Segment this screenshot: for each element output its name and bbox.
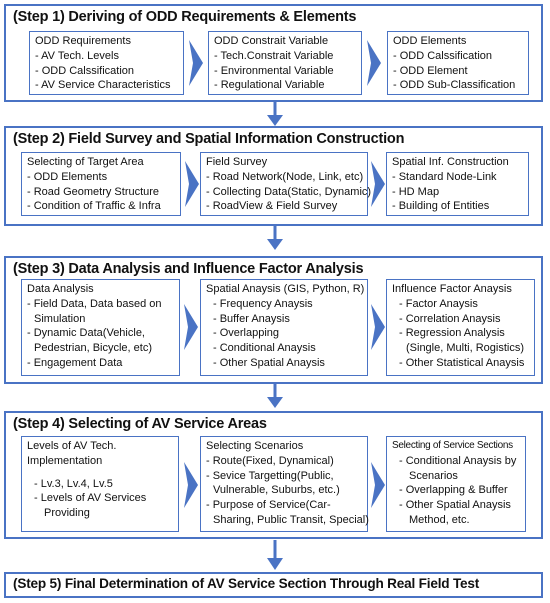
chevron-right-arrow-icon (371, 304, 385, 350)
box-item: - Factor Anaysis (399, 297, 478, 310)
target-area-box: Selecting of Target Area - ODD Elements … (21, 152, 181, 216)
box-heading: Field Survey (206, 156, 268, 168)
box-item: - RoadView & Field Survey (206, 200, 338, 213)
influence-factor-analysis-box: Influence Factor Anaysis - Factor Anaysi… (386, 279, 535, 376)
box-item: Scenarios (409, 469, 458, 482)
box-item: - Collecting Data(Static, Dynamic) (206, 185, 372, 198)
chevron-right-arrow-icon (184, 304, 198, 350)
box-item: - Purpose of Service(Car- (206, 499, 331, 512)
odd-constraint-variable-box: ODD Constrait Variable - Tech.Constrait … (208, 31, 362, 95)
box-item: - Conditional Anaysis (213, 342, 316, 355)
av-tech-levels-box: Levels of AV Tech. Implementation - Lv.3… (21, 436, 179, 532)
chevron-right-arrow-icon (367, 40, 381, 86)
spacer (27, 469, 173, 477)
box-item: - Engagement Data (27, 356, 123, 369)
box-item: - Other Spatial Anaysis (213, 356, 325, 369)
step-1-panel: (Step 1) Deriving of ODD Requirements & … (4, 4, 543, 102)
box-heading: Selecting Scenarios (206, 440, 304, 452)
step-4-title: (Step 4) Selecting of AV Service Areas (13, 416, 267, 432)
box-heading: ODD Constrait Variable (214, 35, 329, 47)
box-item: - ODD Elements (27, 170, 108, 183)
box-item: - ODD Element (393, 64, 468, 77)
box-heading: Spatial Anaysis (GIS, Python, R) (206, 283, 365, 295)
box-item: - AV Service Characteristics (35, 79, 171, 92)
box-item: - Building of Entities (392, 200, 490, 213)
step-2-title: (Step 2) Field Survey and Spatial Inform… (13, 131, 405, 147)
box-item: - Condition of Traffic & Infra (27, 200, 161, 213)
box-item: - Standard Node-Link (392, 170, 497, 183)
box-item: - Regression Analysis (399, 327, 505, 340)
box-item: - Correlation Anaysis (399, 312, 501, 325)
box-item: - ODD Calssification (35, 64, 135, 77)
box-heading: Spatial Inf. Construction (392, 156, 509, 168)
step-5-panel: (Step 5) Final Determination of AV Servi… (4, 572, 543, 598)
step-4-panel: (Step 4) Selecting of AV Service Areas L… (4, 411, 543, 539)
chevron-right-arrow-icon (185, 161, 199, 207)
box-item: - Road Network(Node, Link, etc) (206, 170, 364, 183)
chevron-right-arrow-icon (184, 462, 198, 508)
box-item: Method, etc. (409, 513, 470, 526)
step-5-title: (Step 5) Final Determination of AV Servi… (13, 576, 480, 591)
box-heading: Selecting of Service Sections (392, 440, 513, 451)
box-item: - Overlapping (213, 327, 280, 340)
odd-requirements-box: ODD Requirements - AV Tech. Levels - ODD… (29, 31, 184, 95)
spatial-analysis-box: Spatial Anaysis (GIS, Python, R) - Frequ… (200, 279, 368, 376)
box-item: - Dynamic Data(Vehicle, (27, 327, 145, 340)
box-item: - AV Tech. Levels (35, 49, 119, 62)
box-item: - Environmental Variable (214, 64, 334, 77)
box-item: - Sevice Targetting(Public, (206, 469, 334, 482)
box-item: - Frequency Anaysis (213, 297, 313, 310)
box-item: - Overlapping & Buffer (399, 484, 508, 497)
box-item: - HD Map (392, 185, 440, 198)
box-heading: ODD Elements (393, 35, 467, 47)
box-item: - ODD Sub-Classification (393, 79, 516, 92)
step-3-title: (Step 3) Data Analysis and Influence Fac… (13, 261, 364, 277)
chevron-right-arrow-icon (189, 40, 203, 86)
down-arrow-icon (267, 540, 283, 575)
down-arrow-icon (267, 384, 283, 413)
box-item: - Lv.3, Lv.4, Lv.5 (34, 477, 113, 490)
data-analysis-box: Data Analysis - Field Data, Data based o… (21, 279, 180, 376)
box-item: Sharing, Public Transit, Special) (213, 513, 369, 526)
box-item: - Buffer Anaysis (213, 312, 290, 325)
chevron-right-arrow-icon (371, 462, 385, 508)
odd-elements-box: ODD Elements - ODD Calssification - ODD … (387, 31, 529, 95)
field-survey-box: Field Survey - Road Network(Node, Link, … (200, 152, 372, 216)
box-item: (Single, Multi, Rogistics) (406, 342, 524, 355)
box-item: - Road Geometry Structure (27, 185, 160, 198)
box-item: - Field Data, Data based on (27, 297, 162, 310)
service-sections-box: Selecting of Service Sections - Conditio… (386, 436, 526, 532)
box-heading-line-2: Implementation (27, 454, 103, 467)
chevron-right-arrow-icon (371, 161, 385, 207)
box-item: - Other Spatial Anaysis (399, 499, 511, 512)
box-item: - ODD Calssification (393, 49, 493, 62)
selecting-scenarios-box: Selecting Scenarios - Route(Fixed, Dynam… (200, 436, 369, 532)
box-item: - Tech.Constrait Variable (214, 49, 334, 62)
down-arrow-icon (267, 102, 283, 131)
box-heading: Selecting of Target Area (27, 156, 144, 168)
box-item: Simulation (34, 312, 86, 325)
box-item: - Conditional Anaysis by (399, 454, 517, 467)
box-item: Providing (44, 507, 90, 520)
box-item: - Other Statistical Anaysis (399, 356, 525, 369)
box-item: - Route(Fixed, Dynamical) (206, 454, 334, 467)
box-item: Vulnerable, Suburbs, etc.) (213, 484, 340, 497)
spatial-inf-construction-box: Spatial Inf. Construction - Standard Nod… (386, 152, 529, 216)
box-item: - Levels of AV Services (34, 492, 147, 505)
step-2-panel: (Step 2) Field Survey and Spatial Inform… (4, 126, 543, 226)
box-heading: Influence Factor Anaysis (392, 283, 512, 295)
box-item: - Regulational Variable (214, 79, 325, 92)
box-item: Pedestrian, Bicycle, etc) (34, 342, 152, 355)
box-heading: ODD Requirements (35, 35, 131, 47)
box-heading: Levels of AV Tech. (27, 440, 117, 452)
step-3-panel: (Step 3) Data Analysis and Influence Fac… (4, 256, 543, 384)
step-1-title: (Step 1) Deriving of ODD Requirements & … (13, 9, 357, 25)
box-heading: Data Analysis (27, 283, 94, 295)
down-arrow-icon (267, 226, 283, 255)
